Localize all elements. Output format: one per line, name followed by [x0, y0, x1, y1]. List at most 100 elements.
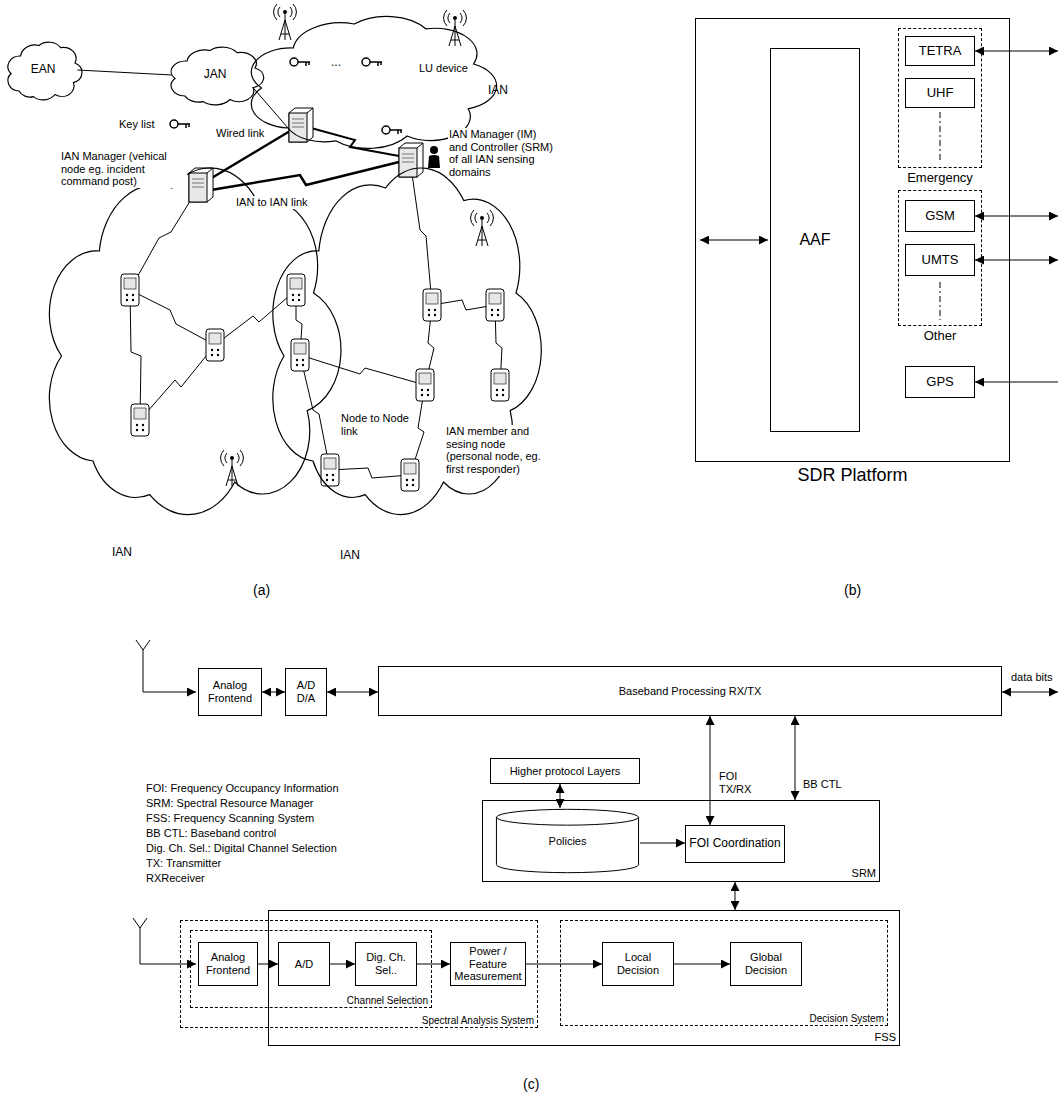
process-box: Dig. Ch. Sel..: [355, 942, 417, 986]
cloud-outline: [255, 125, 545, 545]
phone-icon: [287, 274, 305, 306]
annotation: Node to Node link: [340, 412, 414, 437]
annotation: (a): [252, 582, 271, 598]
process-box: SDR PlatformAAFEmergencyTETRAUHFOtherGSM…: [695, 18, 1010, 462]
abbreviation-note: FOI: Frequency Occupancy Information: [145, 782, 340, 795]
phone-icon: [486, 289, 504, 321]
node-label: JAN: [168, 68, 262, 82]
process-box: TETRA: [905, 36, 975, 66]
annotation: IAN to IAN link: [235, 196, 309, 209]
process-box: UHF: [905, 78, 975, 108]
node-label: Other: [898, 329, 982, 344]
node-label: FOI Coordination: [689, 837, 781, 851]
node-label: AAF: [774, 231, 856, 249]
abbreviation-note: Dig. Ch. Sel.: Digital Channel Selection: [145, 842, 338, 855]
group-box: Channel SelectionAnalog FrontendA/DDig. …: [190, 930, 432, 1008]
cloud-outline: [30, 125, 345, 545]
antenna-icon: [444, 10, 467, 46]
group-box: EmergencyTETRAUHF: [898, 28, 982, 168]
node-label: Local Decision: [606, 951, 670, 976]
node-label: A/D D/A: [289, 679, 323, 704]
connector-arrow: [253, 88, 288, 128]
connector-arrow: [262, 692, 285, 693]
io-arrow: [700, 240, 768, 241]
antenna-wire: [140, 928, 196, 964]
key-icon: [382, 126, 402, 134]
antenna-symbol: [136, 640, 150, 650]
annotation: LU device: [418, 62, 469, 75]
node-link: [300, 355, 425, 385]
node-label: Analog Frontend: [202, 951, 254, 976]
process-box: GSM: [905, 200, 975, 232]
connector-arrow: [330, 964, 355, 965]
person-icon: [428, 146, 440, 168]
node-link: [215, 290, 296, 345]
phone-icon: [131, 404, 149, 436]
process-box: Higher protocol Layers: [490, 758, 640, 784]
node-link: [300, 355, 330, 470]
group-box: Decision SystemLocal DecisionGlobal Deci…: [560, 920, 888, 1026]
phone-icon: [206, 329, 224, 361]
node-label: Spectral Analysis System: [422, 1015, 534, 1027]
node-label: UMTS: [909, 253, 971, 268]
continuation-line: [940, 112, 941, 160]
abbreviation-note: FSS: Frequency Scanning System: [145, 812, 315, 825]
annotation: ...: [330, 56, 342, 70]
network-cloud: IAN: [255, 125, 545, 545]
node-label: IAN: [112, 546, 132, 560]
io-arrow: [975, 260, 1058, 261]
connector-arrow: [77, 70, 172, 75]
data-arrow: [1002, 692, 1058, 693]
node-label: EAN: [6, 63, 80, 77]
phone-icon: [121, 274, 139, 306]
annotation: Wired link: [215, 127, 265, 140]
edge-label: FOI TX/RX: [718, 770, 756, 795]
node-label: Decision System: [810, 1013, 884, 1025]
node-label: Dig. Ch. Sel..: [359, 951, 413, 976]
node-label: IAN: [340, 549, 360, 563]
annotation: IAN Manager (IM) and Controller (SRM) of…: [448, 128, 558, 179]
phone-icon: [491, 369, 509, 401]
antenna-symbol: [133, 918, 147, 928]
edge-label: BB CTL: [802, 778, 843, 791]
server-icon: [399, 143, 423, 177]
process-box: UMTS: [905, 244, 975, 276]
phone-icon: [291, 339, 309, 371]
node-label: Channel Selection: [347, 995, 428, 1007]
group-box: OtherGSMUMTS: [898, 190, 982, 326]
phone-icon: [416, 369, 434, 401]
cloud-outline: [49, 168, 341, 515]
process-box: SRM Policies FOI Coordination: [482, 800, 880, 882]
process-box: Power / Feature Measurement: [450, 942, 526, 986]
connector-arrow: [560, 784, 561, 808]
process-box: FOI Coordination: [685, 825, 785, 863]
antenna-wire: [143, 650, 196, 692]
process-box: AAF: [770, 48, 860, 432]
annotation: (b): [843, 582, 862, 598]
group-box: Spectral Analysis System Channel Selectio…: [180, 920, 538, 1028]
connector-arrow: [640, 843, 685, 844]
ian-link: [211, 162, 399, 190]
node-link: [410, 160, 432, 305]
node-label: GSM: [909, 209, 971, 224]
node-label: SRM: [852, 867, 876, 880]
cylinder-rim: [496, 817, 638, 825]
phone-icon: [423, 289, 441, 321]
node-label: IAN: [488, 84, 508, 98]
node-label: SDR Platform: [695, 465, 1010, 486]
connector-arrow: [674, 964, 730, 965]
database-cylinder: Policies: [495, 808, 640, 874]
annotation: data bits: [1010, 671, 1054, 684]
node-label: TETRA: [909, 44, 971, 59]
process-box: A/D D/A: [285, 668, 327, 716]
io-arrow: [975, 382, 1058, 383]
node-link: [330, 468, 410, 478]
key-icon: [170, 120, 190, 128]
io-arrow: [975, 51, 1058, 52]
connector-arrow: [327, 692, 378, 693]
network-cloud: JAN: [165, 40, 265, 110]
io-arrow: [975, 216, 1058, 217]
connector-arrow: [417, 964, 450, 965]
node-link: [140, 345, 215, 420]
node-label: UHF: [909, 86, 971, 101]
